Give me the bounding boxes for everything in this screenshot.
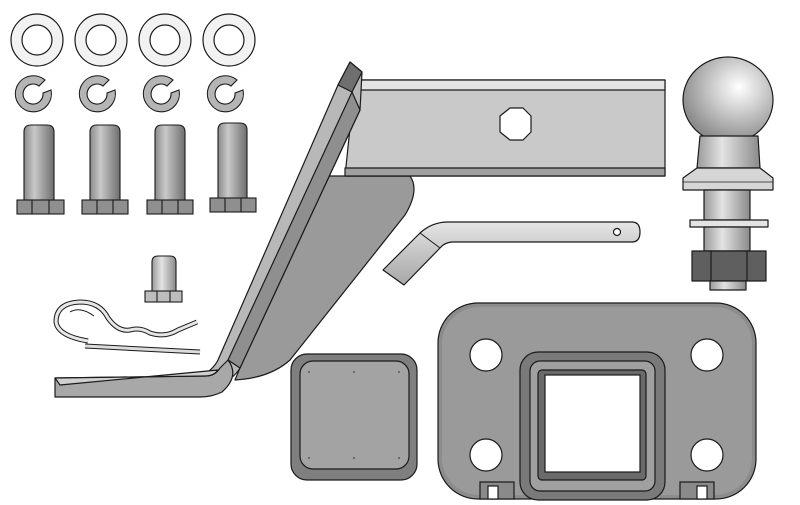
lock-washer-2 — [78, 75, 116, 113]
receiver-plate — [437, 302, 757, 501]
lock-washer-row — [14, 75, 244, 113]
receiver-opening — [544, 374, 641, 473]
hex-bolt-2 — [81, 124, 129, 215]
flat-washer-4 — [202, 13, 256, 67]
flat-washer-1 — [10, 13, 64, 67]
lock-washer-1 — [14, 75, 52, 113]
mounting-hole-4 — [690, 438, 724, 472]
small-bolt — [144, 255, 183, 303]
trailer-ball-nut — [691, 250, 767, 282]
hitch-pin — [382, 221, 641, 286]
receiver-bottom-tabs — [479, 481, 715, 500]
flat-washer-2 — [74, 13, 128, 67]
hitch-pin-hole — [612, 227, 622, 237]
mounting-hole-1 — [469, 338, 503, 372]
lock-washer-3 — [142, 75, 180, 113]
hex-bolt-4 — [209, 122, 257, 213]
mounting-hole-2 — [690, 338, 724, 372]
trailer-ball-dome — [682, 56, 774, 144]
mounting-hole-3 — [469, 438, 503, 472]
bolt-row — [16, 122, 257, 215]
hitch-clip — [53, 299, 201, 355]
trailer-ball — [682, 56, 774, 291]
hex-bolt-3 — [146, 124, 194, 215]
ball-mount — [54, 61, 666, 398]
ball-mount-gusset — [234, 175, 415, 381]
ball-mount-pin-hole — [499, 107, 532, 141]
receiver-cover — [290, 353, 418, 481]
flat-washer-row — [10, 13, 256, 67]
flat-washer-3 — [138, 13, 192, 67]
hex-bolt-1 — [16, 124, 65, 215]
lock-washer-4 — [206, 75, 244, 113]
